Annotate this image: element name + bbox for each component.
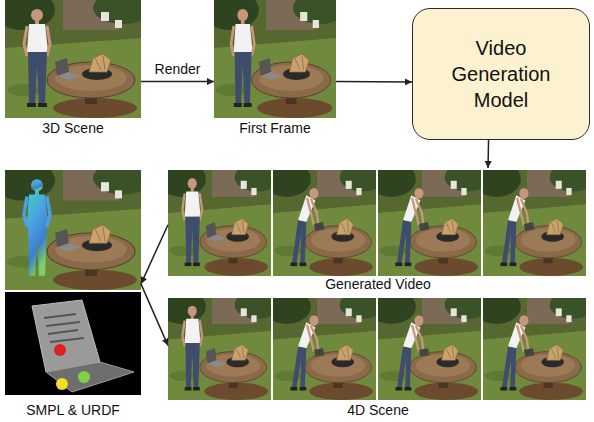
- smpl-image: [0, 160, 153, 290]
- flow-arrow: [336, 81, 412, 83]
- video-frame: [367, 289, 490, 400]
- model-box: Video Generation Model: [412, 8, 590, 140]
- video-panel: Generated Video: [168, 168, 588, 294]
- flow-arrow: [141, 225, 168, 284]
- video-frame: [472, 289, 594, 400]
- image-caption: SMPL & URDF: [5, 402, 141, 418]
- video-frame: [262, 289, 385, 400]
- video-frame: [472, 161, 594, 276]
- video-frame: [157, 161, 280, 276]
- video-frame: [367, 161, 490, 276]
- scene-image: [201, 0, 346, 118]
- image-caption: Generated Video: [168, 276, 588, 292]
- scene-panel: 3D Scene: [5, 0, 141, 136]
- image-caption: 4D Scene: [168, 402, 588, 418]
- image-caption: 3D Scene: [5, 120, 141, 136]
- urdf-image: [5, 292, 141, 395]
- scene-image: [0, 0, 153, 118]
- box-label: Video Generation Model: [439, 35, 563, 113]
- flow-arrow: [141, 81, 214, 83]
- scene4d-panel: 4D Scene: [168, 298, 588, 420]
- image-caption: First Frame: [214, 120, 336, 136]
- flow-arrow: [141, 284, 168, 346]
- smpl-urdf-panel: SMPL & URDF: [5, 168, 141, 420]
- flow-arrow: [487, 140, 489, 168]
- edge-label: Render: [155, 61, 201, 77]
- video-frame: [157, 289, 280, 400]
- video-frame: [262, 161, 385, 276]
- frame-panel: First Frame: [214, 0, 336, 136]
